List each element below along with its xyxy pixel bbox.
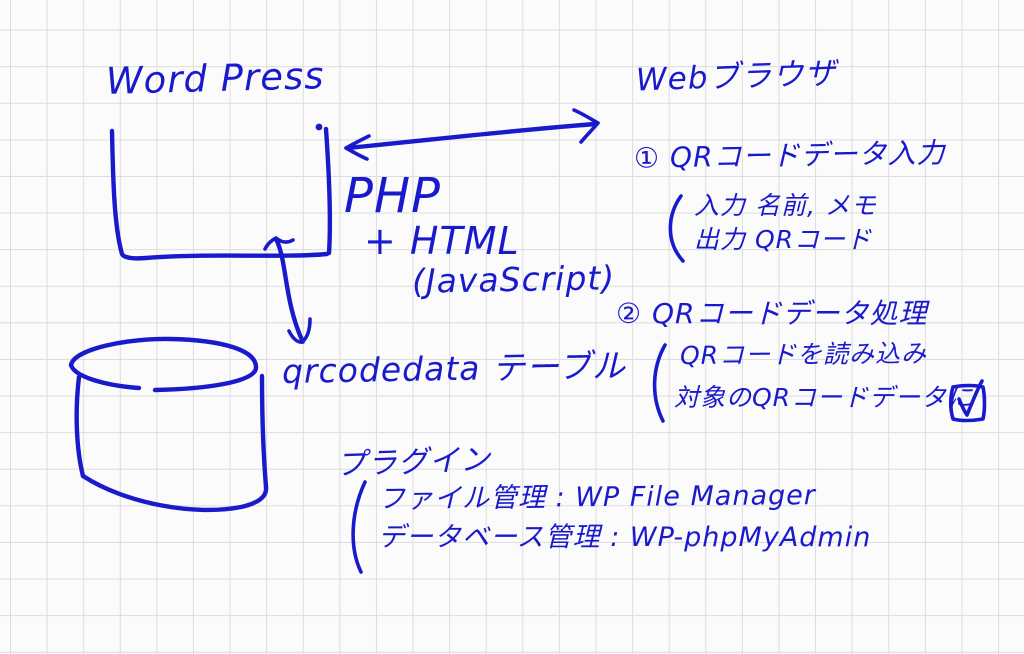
step2-heading: ② QRコードデータ処理 [616, 297, 928, 330]
database-table-label: qrcodedata テーブル [281, 346, 627, 391]
step2-line2: 対象のQRコードデータに [674, 383, 974, 412]
plugins-group-paren [351, 480, 367, 574]
wordpress-database-arrow [263, 236, 312, 344]
step2-line1: QRコードを読み込み [679, 338, 928, 371]
step1-input-line: 入力 名前, メモ [694, 191, 877, 220]
stack-javascript-label: (JavaScript) [411, 258, 616, 301]
step1-heading: ① QRコードデータ入力 [633, 136, 946, 175]
stack-php-label: PHP [344, 168, 441, 224]
database-cylinder-shape [68, 336, 269, 513]
wordpress-browser-arrow [344, 108, 600, 161]
step1-output-line: 出力 QRコード [694, 225, 872, 254]
step2-group-paren [652, 343, 667, 423]
stack-html-label: + HTML [364, 219, 520, 263]
step1-group-paren [668, 194, 685, 263]
wordpress-box-shape [109, 123, 332, 261]
plugins-file-manager-line: ファイル管理 : WP File Manager [377, 480, 817, 515]
plugins-heading: プラグイン [335, 442, 492, 483]
plugins-db-admin-line: データベース管理 : WP-phpMyAdmin [378, 522, 872, 553]
wordpress-title: Word Press [105, 54, 326, 103]
browser-title: Webブラウザ [635, 55, 837, 99]
